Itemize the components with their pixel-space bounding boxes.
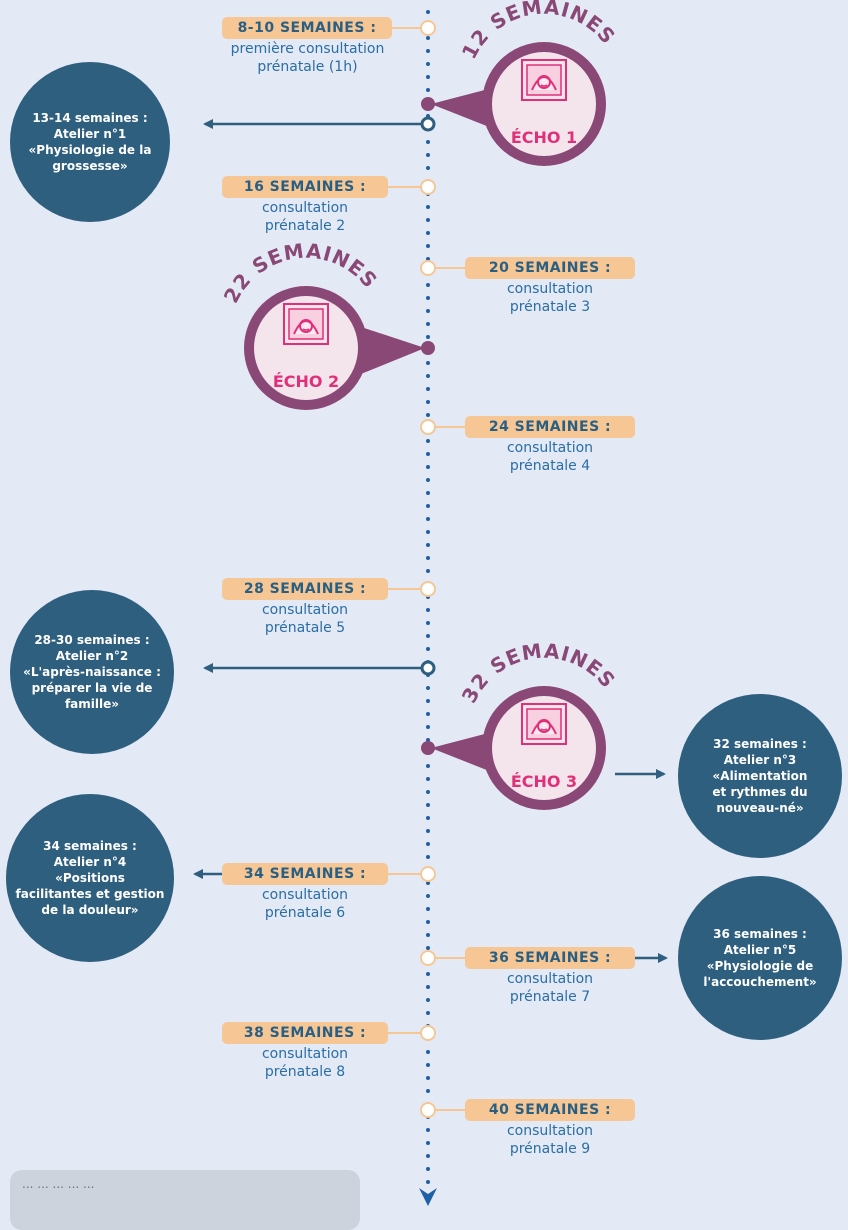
footnote-text: ... ... ... ... ... <box>22 1177 95 1191</box>
atelier-line: «Positions <box>55 871 125 885</box>
echo-bubble-2 <box>244 286 435 410</box>
atelier-line: de la douleur» <box>41 903 139 917</box>
timeline-node <box>420 179 436 195</box>
desc-line: première consultation <box>230 41 385 57</box>
atelier-line: «Physiologie de la <box>28 143 152 157</box>
echo-label-2: ÉCHO 2 <box>272 372 340 391</box>
desc-line: prénatale 6 <box>264 905 346 921</box>
timeline-node <box>420 1025 436 1041</box>
atelier-line: 34 semaines : <box>43 839 137 853</box>
consultation-desc: première consultation prénatale (1h) <box>195 40 420 76</box>
desc-line: consultation <box>261 200 349 216</box>
ultrasound-icon <box>521 703 567 745</box>
atelier-line: nouveau-né» <box>716 801 804 815</box>
atelier-line: grossesse» <box>52 159 128 173</box>
timeline-node <box>420 950 436 966</box>
atelier-node <box>420 660 436 676</box>
atelier-line: famille» <box>64 697 120 711</box>
desc-line: prénatale 5 <box>264 620 346 636</box>
atelier-line: Atelier n°1 <box>53 127 127 141</box>
atelier-line: «Alimentation <box>712 769 808 783</box>
consultation-desc: consultation prénatale 9 <box>470 1122 630 1158</box>
timeline-node <box>420 581 436 597</box>
atelier-line: 13-14 semaines : <box>32 111 148 125</box>
atelier-line: Atelier n°3 <box>723 753 797 767</box>
echo-bubble-3 <box>421 686 606 810</box>
atelier-line: Atelier n°5 <box>723 943 797 957</box>
timeline-end-arrow <box>419 1188 437 1206</box>
atelier-line: préparer la vie de <box>31 681 153 695</box>
weeks-badge: 8-10 SEMAINES : <box>222 17 392 39</box>
timeline-node <box>420 419 436 435</box>
echo-bubble-1 <box>421 42 606 166</box>
atelier-circle-4: 34 semaines : Atelier n°4 «Positions fac… <box>6 794 174 962</box>
weeks-badge: 36 SEMAINES : <box>465 947 635 969</box>
weeks-badge: 28 SEMAINES : <box>222 578 388 600</box>
weeks-badge: 40 SEMAINES : <box>465 1099 635 1121</box>
desc-line: consultation <box>261 602 349 618</box>
atelier-line: «Physiologie de <box>706 959 814 973</box>
consultation-desc: consultation prénatale 3 <box>470 280 630 316</box>
desc-line: consultation <box>506 440 594 456</box>
ultrasound-icon <box>521 59 567 101</box>
desc-line: prénatale 2 <box>264 218 346 234</box>
atelier-circle-5: 36 semaines : Atelier n°5 «Physiologie d… <box>678 876 842 1040</box>
echo-label-3: ÉCHO 3 <box>510 772 578 791</box>
consultation-desc: consultation prénatale 5 <box>225 601 385 637</box>
consultation-desc: consultation prénatale 8 <box>225 1045 385 1081</box>
echo-label-1: ÉCHO 1 <box>510 128 578 147</box>
desc-line: consultation <box>261 1046 349 1062</box>
atelier-circle-3: 32 semaines : Atelier n°3 «Alimentation … <box>678 694 842 858</box>
ultrasound-icon <box>283 303 329 345</box>
desc-line: consultation <box>506 971 594 987</box>
weeks-badge: 16 SEMAINES : <box>222 176 388 198</box>
desc-line: prénatale 4 <box>509 458 591 474</box>
consultation-desc: consultation prénatale 6 <box>225 886 385 922</box>
atelier-circle-1: 13-14 semaines : Atelier n°1 «Physiologi… <box>10 62 170 222</box>
atelier-line: 36 semaines : <box>713 927 807 941</box>
weeks-badge: 20 SEMAINES : <box>465 257 635 279</box>
desc-line: prénatale 7 <box>509 989 591 1005</box>
atelier-line: Atelier n°4 <box>53 855 127 869</box>
timeline-node <box>420 866 436 882</box>
consultation-desc: consultation prénatale 7 <box>470 970 630 1006</box>
desc-line: prénatale 9 <box>509 1141 591 1157</box>
weeks-badge: 34 SEMAINES : <box>222 863 388 885</box>
timeline-node <box>420 20 436 36</box>
atelier-line: 28-30 semaines : <box>34 633 150 647</box>
consultation-desc: consultation prénatale 4 <box>470 439 630 475</box>
desc-line: prénatale 8 <box>264 1064 346 1080</box>
atelier-circle-2: 28-30 semaines : Atelier n°2 «L'après-na… <box>10 590 174 754</box>
desc-line: consultation <box>506 281 594 297</box>
atelier-line: l'accouchement» <box>703 975 817 989</box>
atelier-line: 32 semaines : <box>713 737 807 751</box>
atelier-line: Atelier n°2 <box>55 649 129 663</box>
timeline-node <box>420 260 436 276</box>
weeks-badge: 24 SEMAINES : <box>465 416 635 438</box>
atelier-line: et rythmes du <box>712 785 808 799</box>
desc-line: prénatale 3 <box>509 299 591 315</box>
desc-line: consultation <box>261 887 349 903</box>
consultation-desc: consultation prénatale 2 <box>225 199 385 235</box>
weeks-badge: 38 SEMAINES : <box>222 1022 388 1044</box>
timeline-node <box>420 1102 436 1118</box>
atelier-line: facilitantes et gestion <box>15 887 165 901</box>
desc-line: consultation <box>506 1123 594 1139</box>
atelier-node <box>420 116 436 132</box>
footnote-box: ... ... ... ... ... <box>10 1170 360 1230</box>
desc-line: prénatale (1h) <box>257 59 358 75</box>
atelier-line: «L'après-naissance : <box>23 665 161 679</box>
